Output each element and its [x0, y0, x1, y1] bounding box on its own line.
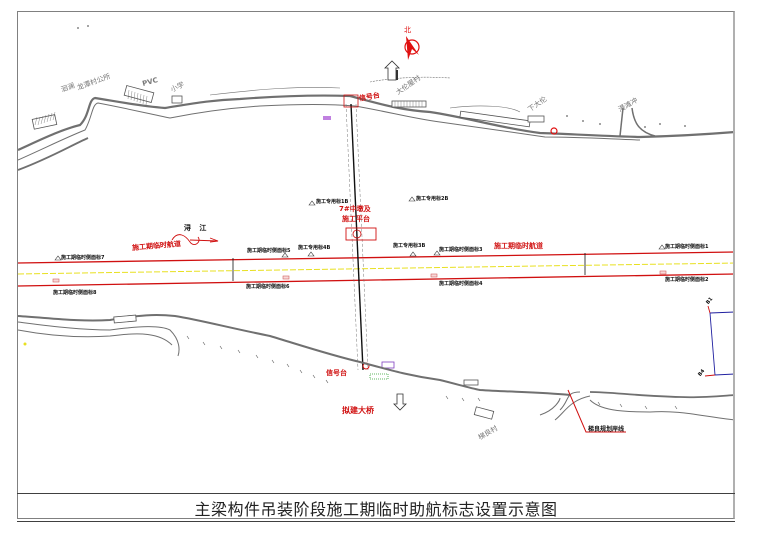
north-bank: [17, 76, 736, 171]
upper-markers: [54, 196, 666, 261]
compass-icon: [404, 36, 420, 60]
svg-text:PVC: PVC: [141, 76, 158, 88]
marker-upper-1b: 施工专用标1B: [316, 199, 349, 205]
drawing-title: 主梁构件吊装阶段施工期临时助航标志设置示意图: [194, 499, 558, 519]
marker-upper-4b: 施工专用标4B: [298, 245, 331, 251]
marker-upper-5: 施工期临时侧面标5: [247, 248, 291, 254]
property-boundary: [704, 305, 736, 377]
title-block: 主梁构件吊装阶段施工期临时助航标志设置示意图: [17, 493, 735, 522]
bridge-label: 拟建大桥: [342, 406, 374, 415]
marker-upper-2b: 施工专用标2B: [416, 196, 449, 202]
marker-upper-7: 施工期临时侧面标7: [61, 255, 105, 261]
marker-upper-3: 施工期临时侧面标3: [439, 247, 483, 253]
drawing-frame: [17, 11, 735, 519]
flow-arrow-icon: [171, 234, 219, 245]
marker-lower-6: 施工期临时侧面标6: [246, 284, 290, 290]
channel-label-right: 施工期临时航道: [494, 242, 543, 250]
survey-points: [77, 25, 686, 128]
marker-lower-8: 施工期临时侧面标8: [53, 290, 97, 296]
marker-upper-3b: 施工专用标3B: [393, 243, 426, 249]
compass-label: 北: [404, 26, 411, 34]
bridge-structure: [323, 94, 395, 380]
platform-label-1: 7#中墩及: [339, 205, 371, 213]
signal-station-south: 信号台: [326, 369, 347, 377]
river-name: 浔 江: [184, 224, 210, 232]
planned-shoreline-label: 梯良规划岸线: [588, 426, 625, 433]
marker-lower-4: 施工期临时侧面标4: [439, 281, 483, 287]
platform-label-2: 施工平台: [342, 215, 370, 223]
south-tick-marks: [186, 335, 678, 410]
signal-star-icon: [550, 127, 558, 135]
navigation-channel: [17, 251, 736, 287]
yellow-marker: [23, 342, 27, 346]
south-arrow-icon: [393, 393, 407, 411]
marker-upper-1: 施工期临时侧面标1: [665, 244, 709, 250]
lower-markers: [52, 270, 667, 283]
north-up-arrow-icon: [384, 60, 400, 81]
planned-shoreline: [567, 389, 626, 433]
marker-lower-2: 施工期临时侧面标2: [665, 277, 709, 283]
south-buildings: [113, 314, 495, 420]
hatch-fill: [34, 89, 423, 126]
